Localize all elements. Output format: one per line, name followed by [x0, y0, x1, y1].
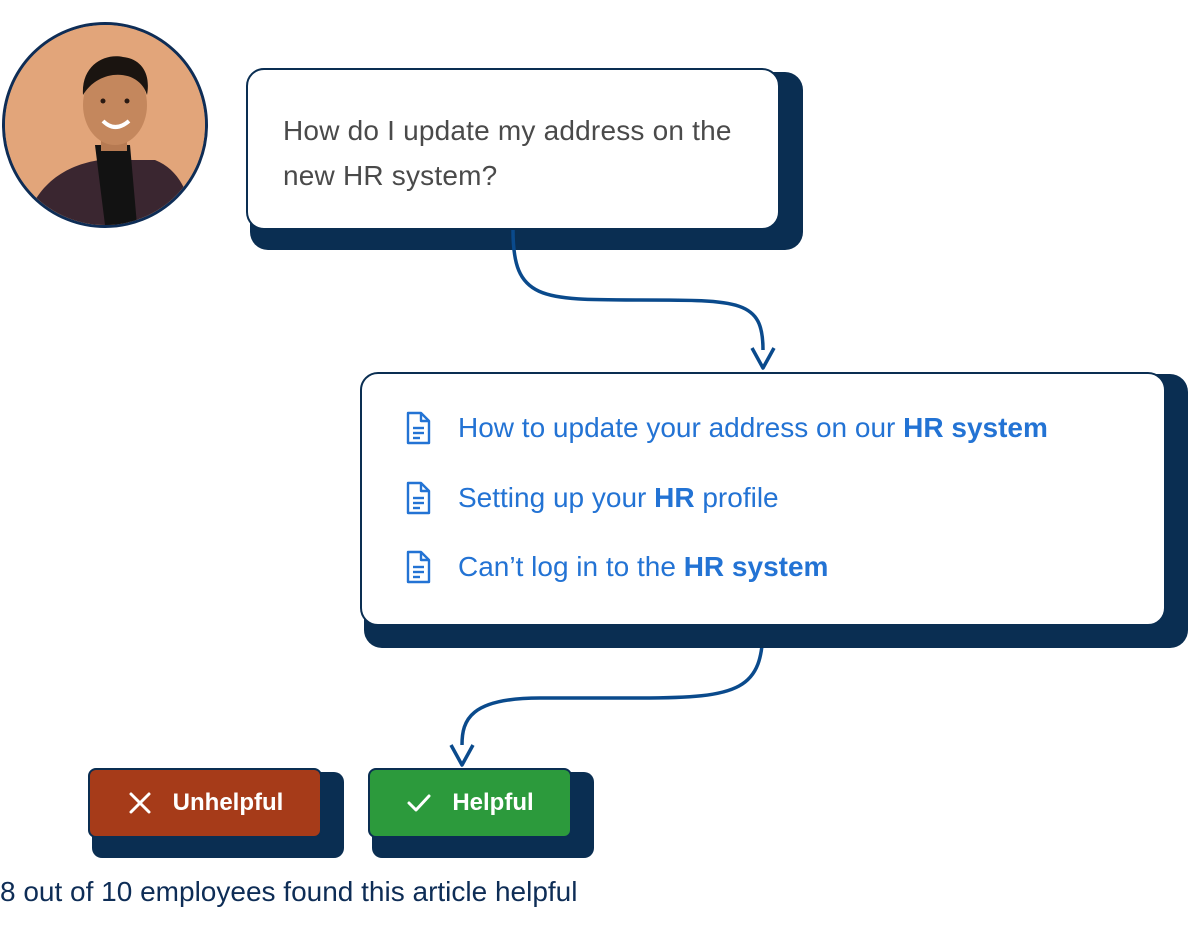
document-icon [406, 481, 431, 514]
unhelpful-label: Unhelpful [172, 789, 284, 816]
result-link[interactable]: How to update your address on our HR sys… [402, 410, 1144, 446]
result-link[interactable]: Setting up your HR profile [402, 480, 1144, 516]
user-avatar [2, 22, 208, 228]
unhelpful-button[interactable]: Unhelpful [88, 768, 322, 838]
document-icon [406, 411, 431, 445]
close-icon [129, 792, 151, 814]
question-bubble: How do I update my address on the new HR… [246, 68, 780, 230]
helpful-button[interactable]: Helpful [368, 768, 572, 838]
result-link[interactable]: Can’t log in to the HR system [402, 549, 1144, 585]
document-icon [406, 550, 431, 584]
results-card: How to update your address on our HR sys… [360, 372, 1166, 626]
result-link-text[interactable]: Setting up your HR profile [458, 481, 779, 513]
helpfulness-summary: 8 out of 10 employees found this article… [0, 876, 578, 907]
question-text: How do I update my address on the new HR… [283, 115, 732, 191]
result-link-text[interactable]: How to update your address on our HR sys… [458, 412, 1048, 443]
check-icon [407, 794, 431, 812]
result-link-text[interactable]: Can’t log in to the HR system [458, 551, 829, 582]
helpful-label: Helpful [452, 789, 534, 816]
